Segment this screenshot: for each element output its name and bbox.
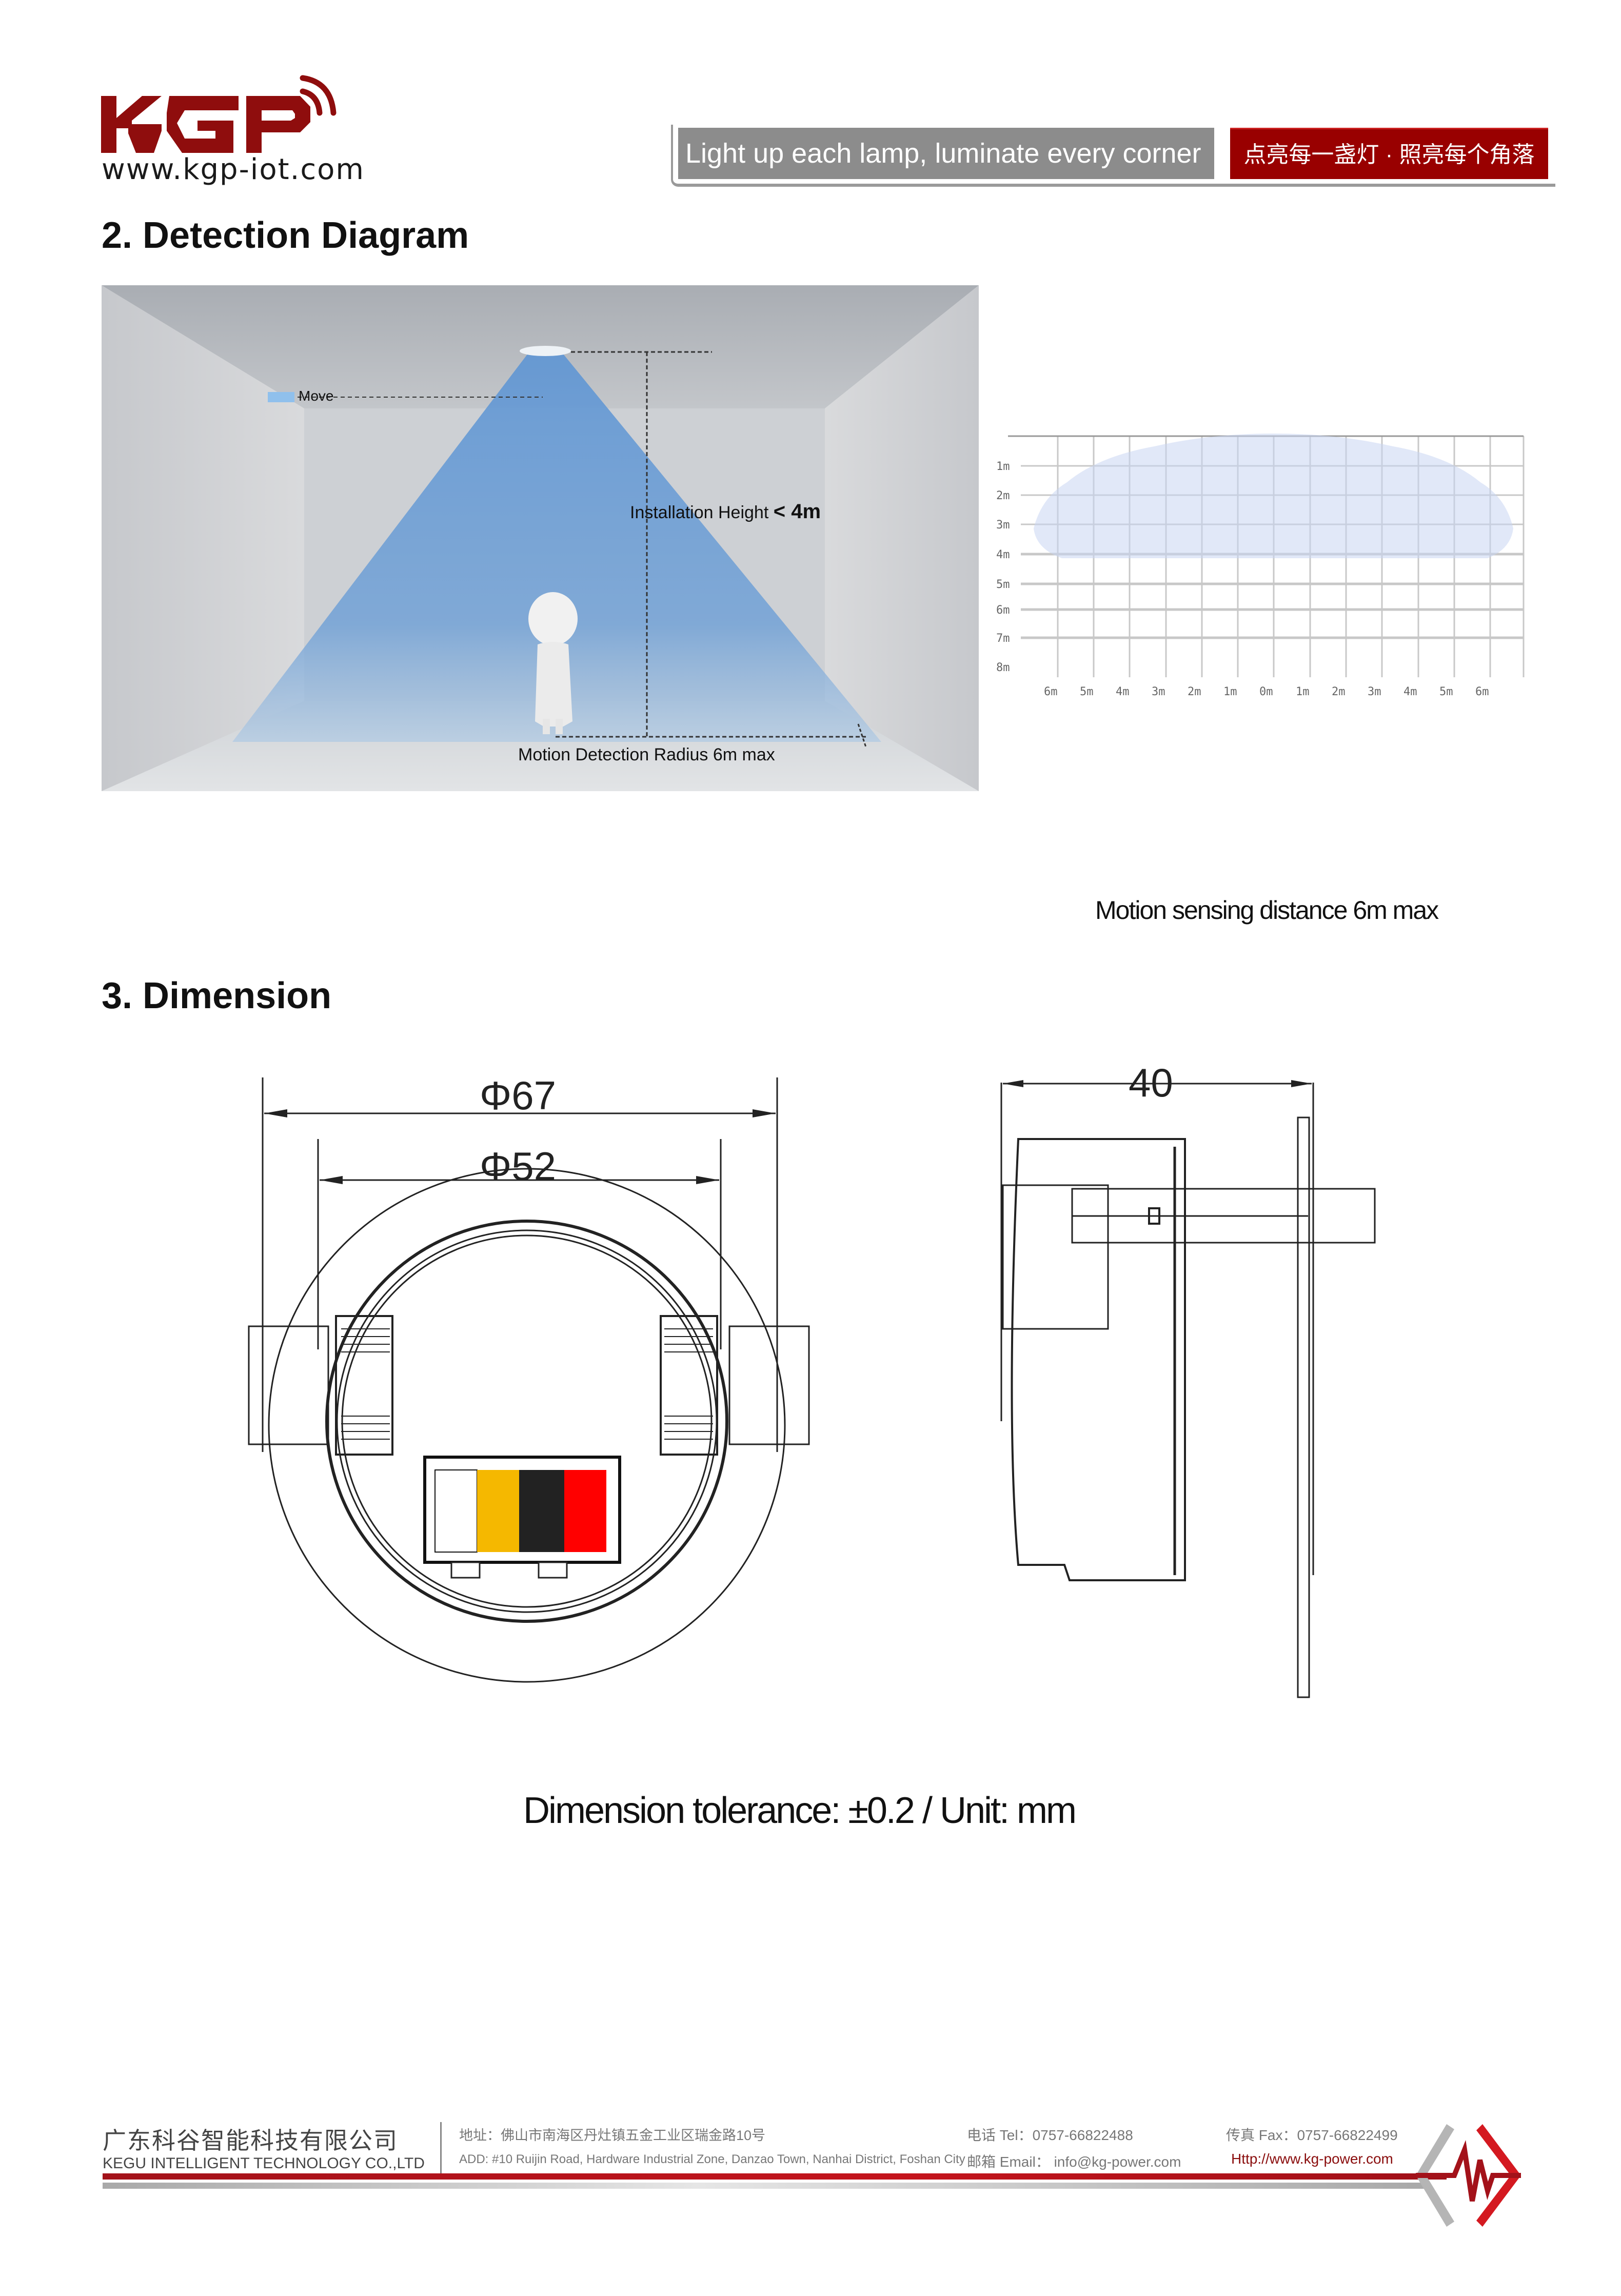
website-link[interactable]: Http://www.kg-power.com	[1231, 2151, 1393, 2167]
svg-text:8m: 8m	[996, 661, 1010, 674]
section-title-dimension: 3. Dimension	[102, 975, 332, 1016]
svg-text:3m: 3m	[1368, 685, 1381, 698]
pulse-diamond-emblem-icon	[1416, 2124, 1521, 2227]
svg-text:6m: 6m	[1475, 685, 1489, 698]
svg-text:4m: 4m	[996, 548, 1010, 561]
detection-range-chart: 1m 2m 3m 4m 5m 6m 7m 8m 6m 5m 4m 3m 2m 1m 0m 1m 2m 3m…	[996, 434, 1525, 698]
svg-text:1m: 1m	[1296, 685, 1310, 698]
svg-text:4m: 4m	[1116, 685, 1130, 698]
terminal-block	[423, 1456, 621, 1579]
svg-text:2m: 2m	[1188, 685, 1201, 698]
telephone: 电话 Tel：0757-66822488	[967, 2127, 1133, 2143]
detection-radius-label: Motion Detection Radius 6m max	[518, 745, 775, 764]
svg-text:5m: 5m	[1080, 685, 1094, 698]
tolerance-note: Dimension tolerance: ±0.2 / Unit: mm	[523, 1790, 1077, 1831]
svg-text:3m: 3m	[1152, 685, 1165, 698]
svg-text:5m: 5m	[996, 578, 1010, 591]
svg-text:6m: 6m	[996, 604, 1010, 617]
company-name-cn: 广东科谷智能科技有限公司	[103, 2127, 398, 2154]
section-title-detection: 2. Detection Diagram	[102, 215, 469, 256]
svg-text:3m: 3m	[996, 519, 1010, 532]
svg-text:1m: 1m	[996, 460, 1010, 473]
address-en: ADD: #10 Ruijin Road, Hardware Industria…	[459, 2152, 965, 2166]
footer-grey-stripe	[103, 2183, 1426, 2189]
move-legend: Move	[268, 388, 333, 404]
svg-text:2m: 2m	[996, 489, 1010, 502]
email[interactable]: 邮箱 Email： info@kg-power.com	[967, 2154, 1181, 2170]
fax: 传真 Fax：0757-66822499	[1226, 2127, 1398, 2143]
kgp-logo	[101, 75, 337, 153]
installation-height-label: Installation Height < 4m	[630, 500, 821, 523]
footer-divider	[440, 2122, 442, 2173]
company-name-en: KEGU INTELLIGENT TECHNOLOGY CO.,LTD	[103, 2155, 425, 2172]
chart-caption: Motion sensing distance 6m max	[1095, 896, 1439, 925]
slogan-banner: Light up each lamp, luminate every corne…	[671, 125, 1555, 187]
side-view-drawing	[1000, 1080, 1376, 1698]
move-swatch-icon	[268, 391, 294, 402]
inner-diameter-label: Φ52	[480, 1144, 556, 1189]
person-figure-icon	[528, 592, 578, 734]
svg-text:7m: 7m	[996, 632, 1010, 645]
front-view-drawing	[248, 1077, 810, 1683]
slogan-english: Light up each lamp, luminate every corne…	[678, 128, 1214, 179]
svg-text:1m: 1m	[1223, 685, 1237, 698]
svg-text:6m: 6m	[1044, 685, 1058, 698]
svg-text:5m: 5m	[1439, 685, 1453, 698]
brand-url: www.kgp-iot.com	[102, 153, 365, 186]
slogan-chinese: 点亮每一盏灯 · 照亮每个角落	[1230, 128, 1548, 179]
room-detection-illustration	[102, 285, 979, 791]
svg-text:4m: 4m	[1403, 685, 1417, 698]
svg-text:0m: 0m	[1259, 685, 1273, 698]
outer-diameter-label: Φ67	[480, 1073, 556, 1118]
address-cn: 地址：佛山市南海区丹灶镇五金工业区瑞金路10号	[459, 2128, 766, 2143]
depth-label: 40	[1129, 1060, 1173, 1105]
footer-red-stripe	[103, 2173, 1447, 2180]
svg-text:2m: 2m	[1332, 685, 1346, 698]
